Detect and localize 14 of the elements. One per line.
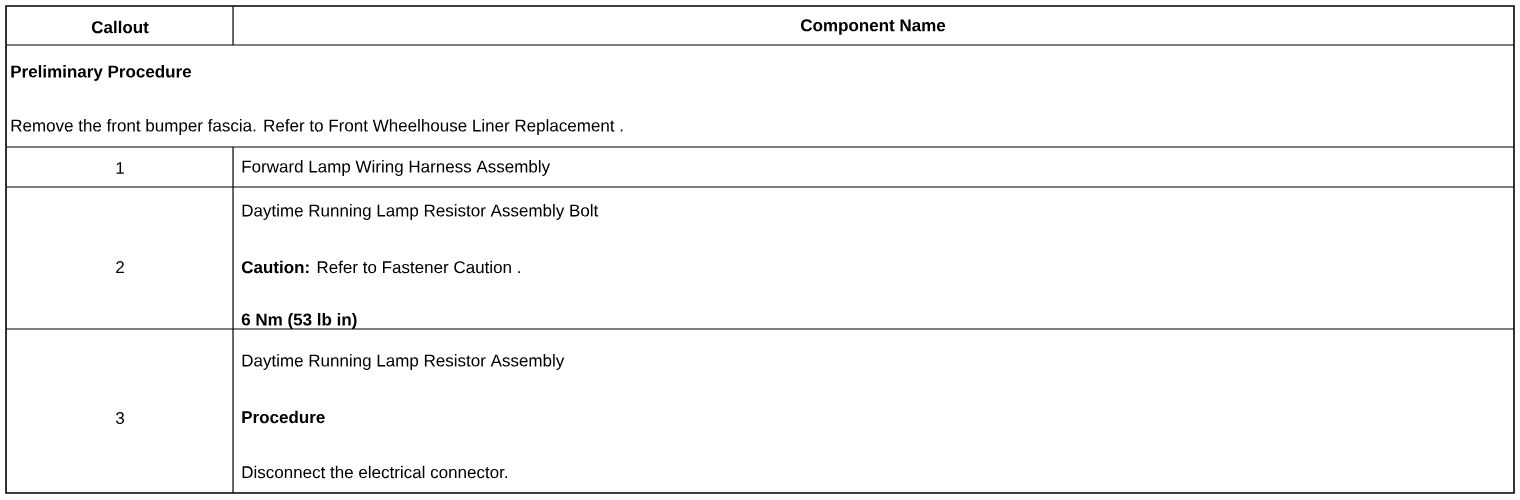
note-text: Remove the front bumper fascia. Refer to Front Wheelhouse Liner Replacement . (11, 119, 623, 135)
component-name: Daytime Running Lamp Resistor Assembly Bolt (242, 204, 599, 220)
section-heading: Preliminary Procedure (11, 65, 192, 81)
procedure-heading: Procedure (242, 410, 325, 424)
column-header: Component Name (800, 19, 946, 35)
component-name: Forward Lamp Wiring Harness Assembly (242, 160, 551, 176)
torque-spec: 6 Nm (53 lb in) (241, 313, 357, 329)
component-name: Daytime Running Lamp Resistor Assembly (242, 354, 565, 370)
caution-text: Caution: Refer to Fastener Caution . (241, 260, 520, 274)
callout-number: 1 (116, 162, 124, 174)
instruction-text: Disconnect the electrical connector. (242, 465, 508, 479)
column-header: Callout (91, 20, 149, 34)
callout-number: 2 (116, 261, 124, 273)
callout-number: 3 (115, 411, 124, 424)
